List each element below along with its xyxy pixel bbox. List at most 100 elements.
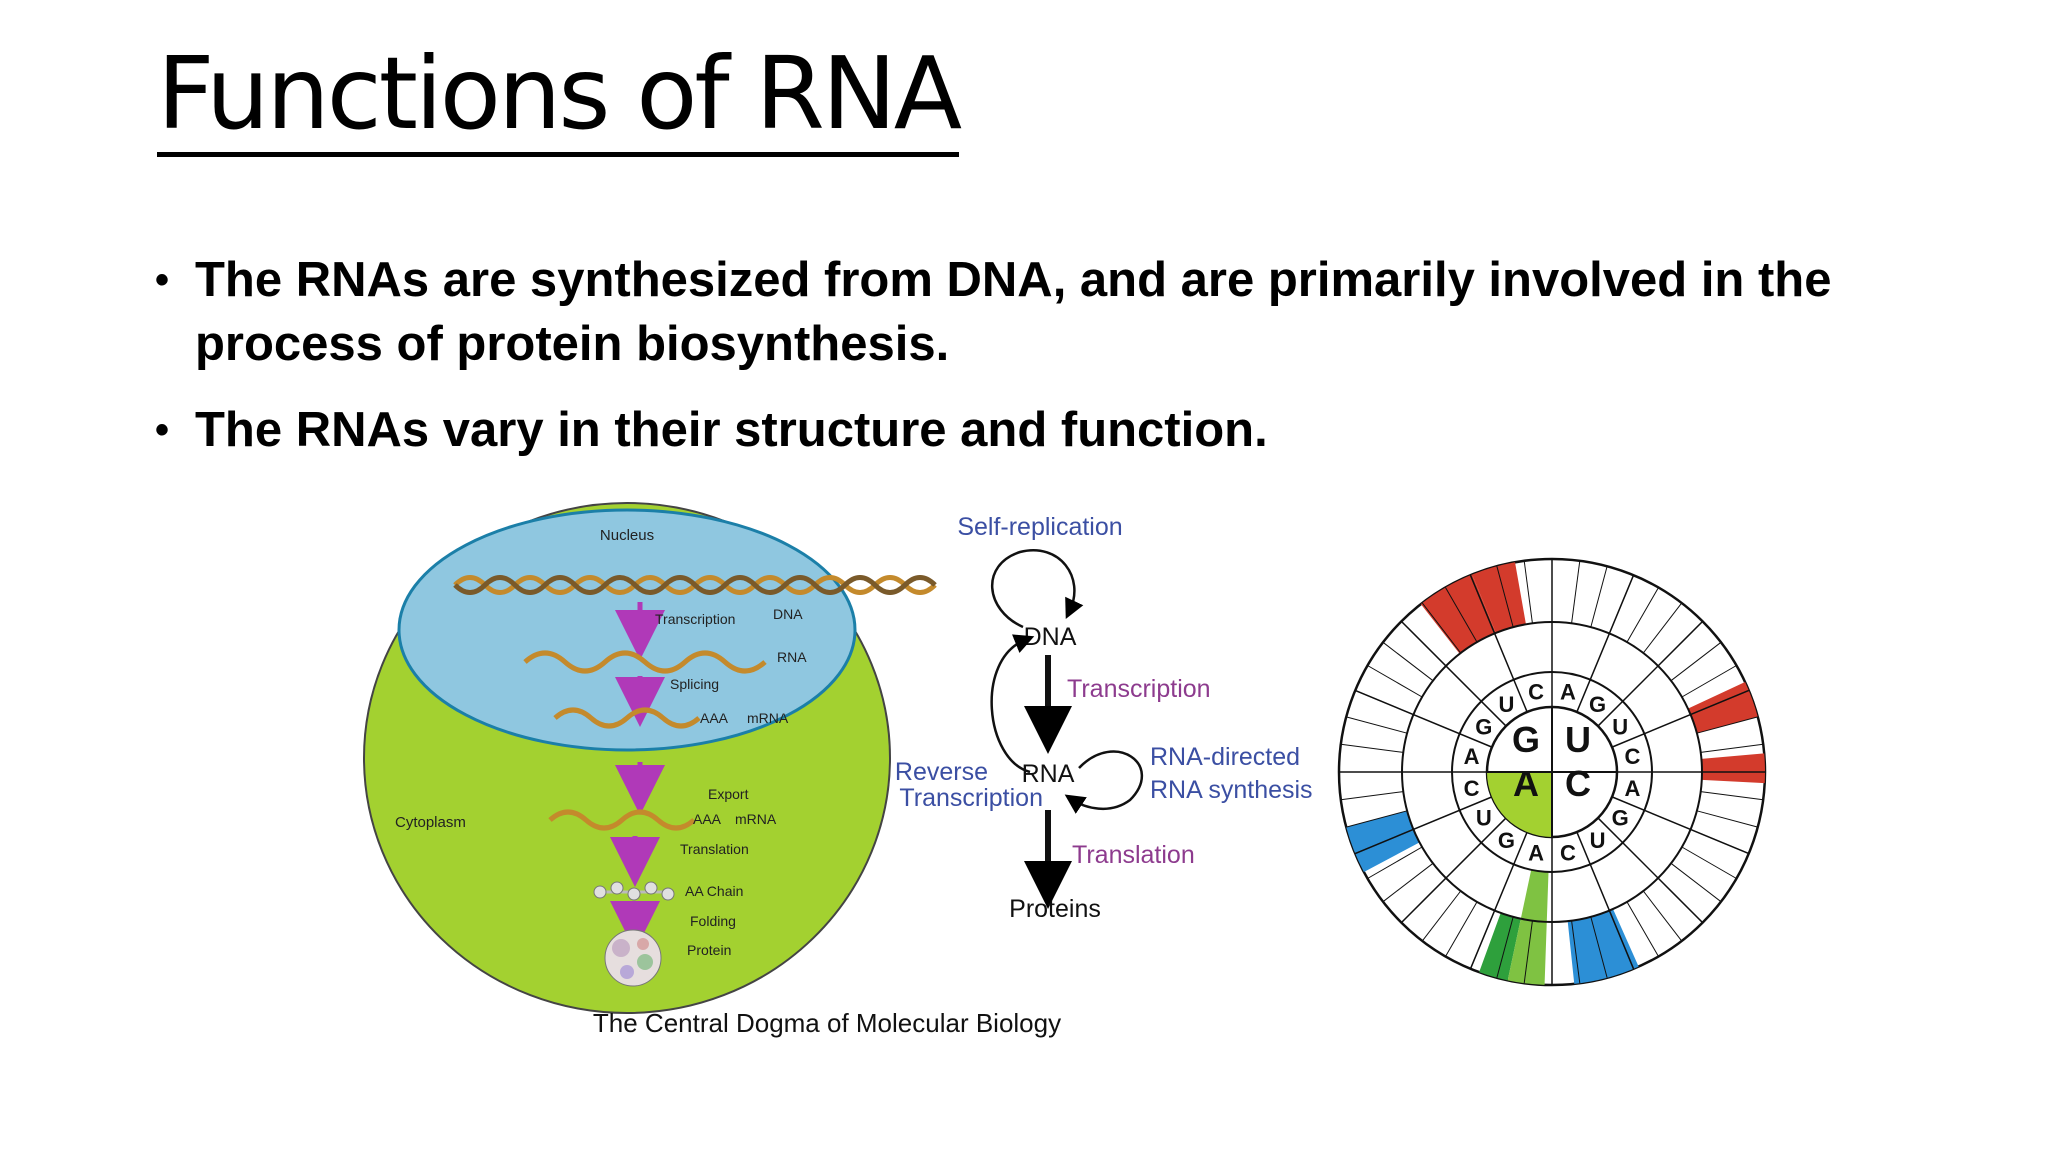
- cytoplasm-mrna-strand: [548, 809, 696, 831]
- wheel-divider: [1642, 890, 1683, 942]
- wheel-divider: [1626, 587, 1659, 643]
- bullet-dot-icon: •: [155, 258, 170, 302]
- label-reverse-transcription: Transcription: [899, 784, 1043, 812]
- label-transcription: Transcription: [1067, 675, 1211, 703]
- wheel-divider: [1421, 890, 1462, 942]
- wheel-ring-letter: U: [1612, 714, 1628, 739]
- mrna-strand: [553, 707, 701, 729]
- wheel-ring-letter: A: [1624, 776, 1640, 801]
- rna-directed-loop-icon: [1064, 750, 1144, 814]
- wheel-divider: [1496, 566, 1514, 628]
- wheel-ring-letter: A: [1528, 840, 1544, 865]
- wheel-ring-letter: A: [1560, 680, 1576, 705]
- wheel-divider: [1590, 566, 1608, 628]
- wheel-divider: [1355, 828, 1414, 854]
- figure-svg: Nucleus Cytoplasm Transcription DNA RNA …: [363, 502, 1767, 1038]
- wheel-divider: [1340, 791, 1404, 801]
- wheel-ring-letter: U: [1498, 692, 1514, 717]
- wheel-divider: [1401, 877, 1447, 923]
- wheel-ring-letter: G: [1612, 806, 1629, 831]
- wheel-divider: [1681, 846, 1737, 879]
- step-translation: Translation: [680, 841, 749, 857]
- wheel-divider: [1355, 690, 1414, 716]
- wheel-ring-letter: U: [1476, 806, 1492, 831]
- wheel-segment-lightgreen: [1507, 869, 1549, 985]
- wheel-divider: [1690, 828, 1749, 854]
- wheel-divider: [1642, 602, 1683, 654]
- wheel-divider: [1571, 560, 1581, 624]
- slide-title: Functions of RNA: [157, 38, 962, 157]
- wheel-divider: [1700, 743, 1764, 753]
- wheel-segment-red: [1701, 753, 1765, 784]
- wheel-divider: [1590, 916, 1608, 978]
- label-self-replication: Self-replication: [957, 513, 1122, 541]
- step-mrna: mRNA: [747, 710, 789, 726]
- step-folding: Folding: [690, 913, 736, 929]
- wheel-divider: [1346, 810, 1408, 828]
- bullet-dot-icon: •: [155, 408, 170, 452]
- wheel-divider: [1382, 641, 1434, 682]
- wheel-divider: [1681, 665, 1737, 698]
- wheel-divider: [1608, 575, 1634, 634]
- cell-diagram: Nucleus Cytoplasm Transcription DNA RNA …: [363, 502, 1061, 1038]
- wheel-ring-letter: G: [1589, 692, 1606, 717]
- wheel-divider: [1401, 621, 1447, 667]
- wheel-divider: [1496, 916, 1514, 978]
- wheel-ring-letter: C: [1528, 680, 1544, 705]
- step-protein: Protein: [687, 942, 731, 958]
- protein-blob: [604, 929, 662, 987]
- dogma-diagram: Self-replication DNA Transcription Rever…: [895, 513, 1313, 923]
- wheel-center-a: A: [1513, 763, 1539, 804]
- wheel-divider: [1445, 587, 1478, 643]
- wheel-ring-letter: C: [1624, 744, 1640, 769]
- step-transcription: Transcription: [655, 611, 735, 627]
- wheel-divider: [1346, 716, 1408, 734]
- wheel-ring-letter: G: [1475, 714, 1492, 739]
- wheel-divider: [1523, 920, 1533, 984]
- step-rna: RNA: [777, 649, 807, 665]
- wheel-divider: [1523, 560, 1533, 624]
- wheel-ring-letter: C: [1560, 840, 1576, 865]
- wheel-divider: [1608, 910, 1634, 969]
- wheel-ring-letter: A: [1464, 744, 1480, 769]
- rna-strand: [523, 650, 767, 674]
- wheel-divider: [1696, 716, 1758, 734]
- wheel-divider: [1700, 791, 1764, 801]
- wheel-divider: [1657, 621, 1703, 667]
- label-rna: RNA: [1022, 760, 1075, 788]
- step-aaa: AAA: [700, 710, 729, 726]
- wheel-center-highlight: [1487, 772, 1552, 837]
- wheel-segment-red: [1420, 574, 1496, 654]
- wheel-ring-letter: G: [1498, 828, 1515, 853]
- label-proteins: Proteins: [1009, 895, 1101, 923]
- wheel-divider: [1367, 846, 1423, 879]
- bullet-text: The RNAs vary in their structure and fun…: [195, 403, 1268, 457]
- step-aa-chain: AA Chain: [685, 883, 743, 899]
- bullet-item: • The RNAs vary in their structure and fu…: [155, 398, 1955, 462]
- wheel-divider: [1382, 862, 1434, 903]
- wheel-divider: [1470, 910, 1496, 969]
- step-splicing: Splicing: [670, 676, 719, 692]
- wheel-divider: [1696, 810, 1758, 828]
- wheel-segment-red: [1472, 562, 1526, 633]
- wheel-divider: [1690, 690, 1749, 716]
- wheel-segment-green: [1479, 912, 1521, 981]
- wheel-divider: [1657, 877, 1703, 923]
- wheel-divider: [1670, 641, 1722, 682]
- wheel-divider: [1571, 920, 1581, 984]
- bullet-text: The RNAs are synthesized from DNA, and a…: [195, 253, 1832, 371]
- bullet-list: • The RNAs are synthesized from DNA, and …: [155, 248, 1955, 484]
- cytoplasm-label: Cytoplasm: [395, 814, 466, 831]
- wheel-center-g: G: [1512, 719, 1540, 760]
- wheel-ring-letter: U: [1590, 828, 1606, 853]
- figure-caption: The Central Dogma of Molecular Biology: [593, 1008, 1061, 1038]
- wheel-divider: [1445, 901, 1478, 957]
- step-export: Export: [708, 786, 749, 802]
- wheel-divider: [1670, 862, 1722, 903]
- bullet-item: • The RNAs are synthesized from DNA, and …: [155, 248, 1955, 376]
- nucleus-label: Nucleus: [600, 527, 654, 544]
- label-rna-directed: RNA-directed: [1150, 743, 1300, 771]
- wheel-ring-letter: C: [1464, 776, 1480, 801]
- label-dna: DNA: [1024, 623, 1077, 651]
